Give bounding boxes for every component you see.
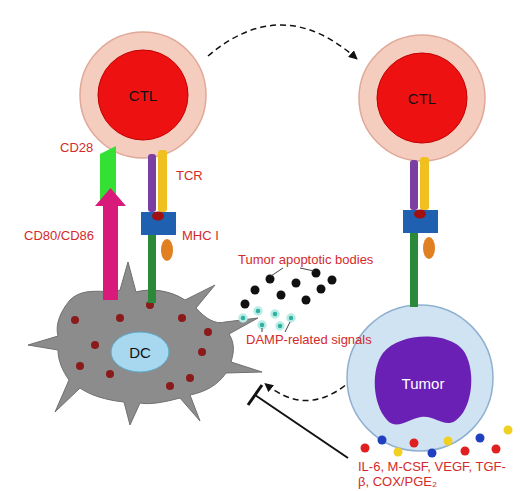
inhibition-bar [248,385,262,405]
cell-nucleus [377,53,467,143]
damp-signal [240,315,247,322]
leader-line [262,328,263,332]
cell-membrane [347,305,493,451]
antigen-granule [186,374,194,382]
mhc-stalk [148,235,156,303]
apoptotic-body [302,296,311,305]
inhibition-line [255,395,348,458]
beta2-microglobulin [161,239,173,261]
tumor-cell: Tumor [345,303,495,453]
cytokine-dot [476,434,485,443]
damp-signal [277,323,284,330]
antigen-granule [91,341,99,349]
leader-line [300,268,314,271]
antigen-granule [106,370,114,378]
t-cell: CTL [357,33,487,163]
antigen-granule [116,314,124,322]
mhc-i-molecule [403,210,438,233]
leader-line [285,322,290,332]
damp-signal [255,308,262,315]
apoptotic-body [241,300,250,309]
tcr-chain [158,150,167,212]
cytokine-dot [410,439,419,448]
beta2-microglobulin [423,237,435,259]
antigen-granule [76,362,84,370]
cell-name: CTL [408,90,436,107]
cytokine-dot [428,449,437,458]
cell-name: DC [129,344,151,361]
apoptotic-body [312,269,321,278]
antigen-granule [204,328,212,336]
cytokine-dot [504,426,513,435]
annotation-label: DAMP-related signals [246,332,386,347]
apoptotic-body [266,275,275,284]
dendritic-cell-body [28,262,262,425]
dendritic-cell: DC [20,250,265,428]
annotation-label: CD80/CD86 [24,228,100,243]
apoptotic-body [277,291,286,300]
mhc-i-molecule [141,212,176,235]
apoptotic-body [317,285,326,294]
tcr-chain [420,157,429,210]
damp-signal [288,315,295,322]
cd28-receptor [100,146,116,204]
antigen-granule [198,348,206,356]
antigen-granule [71,316,79,324]
annotation-label: MHC I [182,228,232,243]
cycle-arrow [265,384,345,401]
cell-name: CTL [129,87,157,104]
cytokine-dot [444,437,453,446]
damp-signal [259,322,266,329]
cd80-cd86-ligand [95,188,126,300]
cytokine-dot [394,448,403,457]
tumor-nucleus [375,337,472,425]
antigen-granule [178,314,186,322]
cell-membrane [359,35,485,161]
cycle-arrow [208,25,357,59]
antigen-granule [166,382,174,390]
antigen-peptide [152,212,164,221]
annotation-label: TCR [176,168,216,183]
cytokine-dot [492,445,501,454]
cytokine-dot [361,444,370,453]
mhc-stalk [410,233,418,307]
cytokine-dot [378,436,387,445]
cell-membrane [80,32,206,158]
antigen-granule [146,301,154,309]
leader-line [271,268,283,276]
annotation-label: IL-6, M-CSF, VEGF, TGF-β, COX/PGE₂ [358,459,508,489]
apoptotic-body [328,276,337,285]
annotation-label: Tumor apoptotic bodies [238,252,388,267]
apoptotic-body [251,286,260,295]
tcr-chain [410,160,418,210]
apoptotic-body [292,279,301,288]
cell-outline [20,250,265,428]
tcr-chain [148,154,156,212]
cell-nucleus [111,332,169,372]
damp-signal [272,311,279,318]
cell-name: Tumor [402,375,445,392]
cytokine-dot [461,447,470,456]
cell-nucleus [98,50,188,140]
antigen-peptide [414,210,426,219]
annotation-label: CD28 [60,140,100,155]
t-cell: CTL [78,30,208,160]
